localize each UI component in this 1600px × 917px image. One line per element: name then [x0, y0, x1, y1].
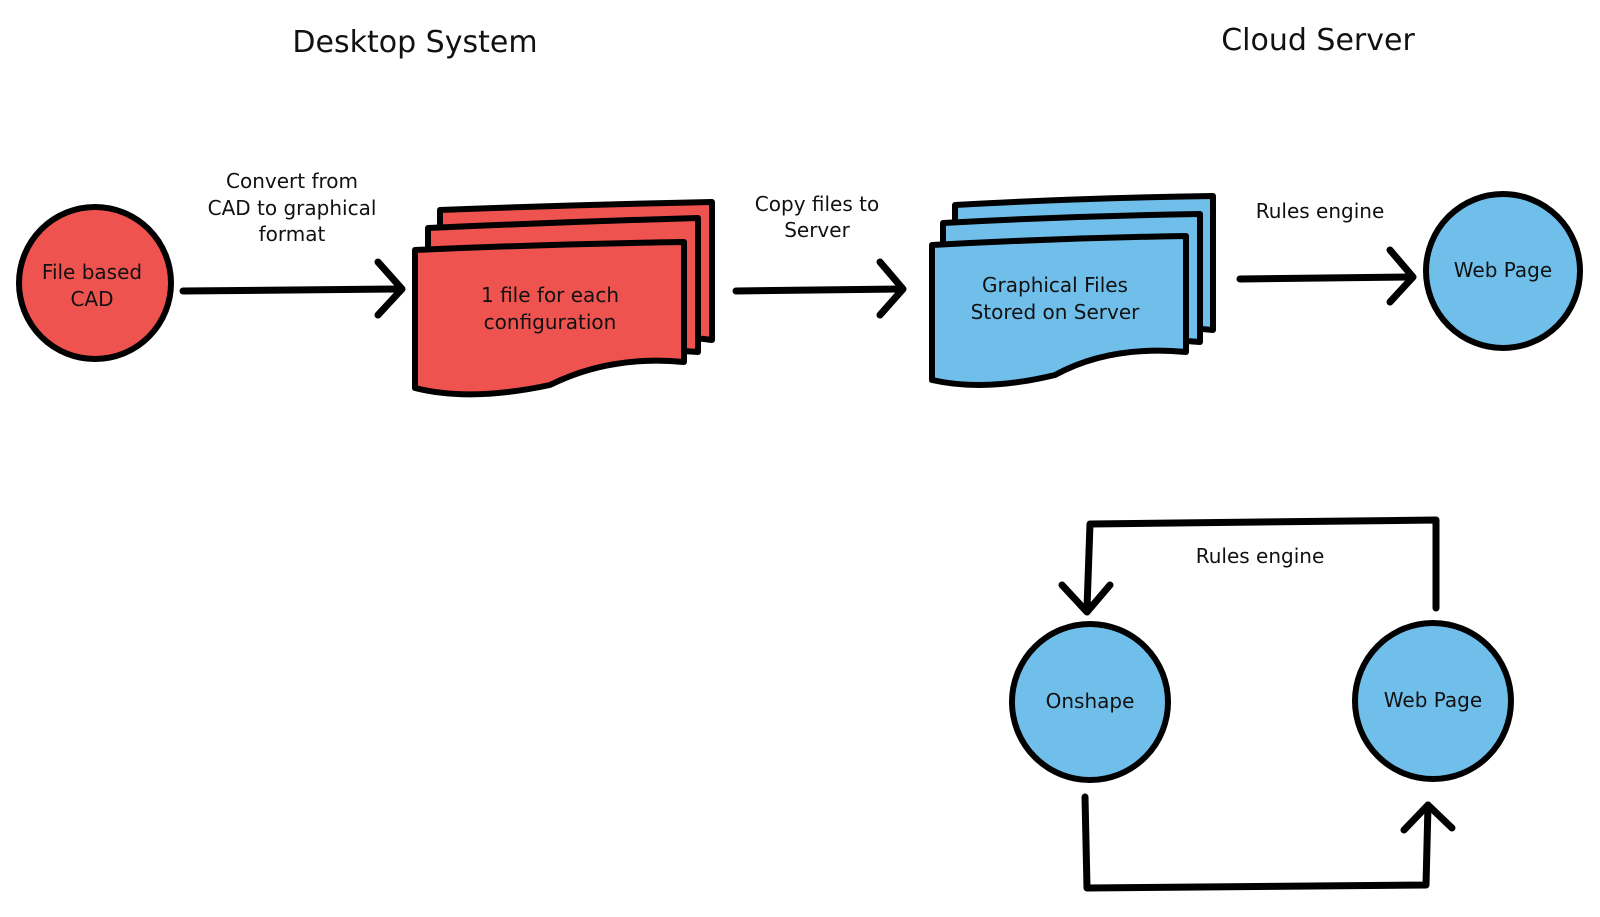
web-page-top-circle — [1426, 194, 1580, 348]
file-cad-outline — [16, 204, 174, 362]
edge-convert: Convert from CAD to graphical format — [179, 169, 406, 319]
edge-convert-line2: CAD to graphical — [208, 196, 377, 220]
edge-rules-top: Rules engine — [1236, 199, 1417, 306]
file-cad-label-line2: CAD — [70, 287, 113, 311]
doc-sheet-front — [412, 239, 687, 398]
onshape-circle — [1012, 624, 1168, 780]
node-onshape[interactable]: Onshape — [1009, 621, 1171, 783]
web-page-top-label: Web Page — [1454, 258, 1552, 282]
arrow-line — [179, 285, 404, 295]
file-cad-label-line1: File based — [42, 260, 142, 284]
doc-sheet-front — [929, 233, 1189, 388]
web-page-bottom-circle — [1355, 623, 1511, 779]
arrow-head-icon — [1058, 581, 1114, 616]
edge-convert-line3: format — [259, 222, 326, 246]
web-page-bottom-outline — [1352, 620, 1514, 782]
edge-rules-loop-label: Rules engine — [1196, 544, 1325, 568]
node-file-based-cad[interactable]: File based CAD — [16, 204, 174, 362]
desktop-system-title: Desktop System — [292, 25, 537, 60]
server-files-label-line2: Stored on Server — [971, 300, 1141, 324]
node-config-files[interactable]: 1 file for each configuration — [412, 199, 715, 398]
arrow-head-icon — [374, 258, 406, 319]
arrow-line — [732, 285, 904, 295]
onshape-label: Onshape — [1046, 689, 1135, 713]
arrow-head-icon — [876, 258, 907, 319]
config-files-label-line2: configuration — [484, 310, 617, 334]
server-files-label-line1: Graphical Files — [982, 273, 1128, 297]
edge-copy-line2: Server — [784, 218, 850, 242]
edge-convert-line1: Convert from — [226, 169, 358, 193]
web-page-bottom-label: Web Page — [1384, 688, 1482, 712]
loop-bottom-line — [1081, 793, 1432, 892]
edge-copy: Copy files to Server — [732, 192, 907, 319]
web-page-top-outline — [1423, 191, 1583, 351]
node-web-page-bottom[interactable]: Web Page — [1352, 620, 1514, 782]
edge-rules-loop: Rules engine — [1058, 516, 1440, 616]
edge-copy-line1: Copy files to — [755, 192, 879, 216]
cloud-server-title: Cloud Server — [1221, 23, 1415, 58]
arrow-head-icon — [1400, 801, 1456, 834]
onshape-outline — [1009, 621, 1171, 783]
node-web-page-top[interactable]: Web Page — [1423, 191, 1583, 351]
file-cad-circle — [19, 207, 171, 359]
edge-loop-bottom — [1081, 793, 1456, 892]
loop-top-line — [1083, 516, 1440, 612]
node-server-files[interactable]: Graphical Files Stored on Server — [929, 193, 1216, 388]
config-files-label-line1: 1 file for each — [481, 283, 619, 307]
arrow-head-icon — [1386, 246, 1417, 306]
arrow-line — [1236, 273, 1416, 283]
edge-rules-top-label: Rules engine — [1256, 199, 1385, 223]
